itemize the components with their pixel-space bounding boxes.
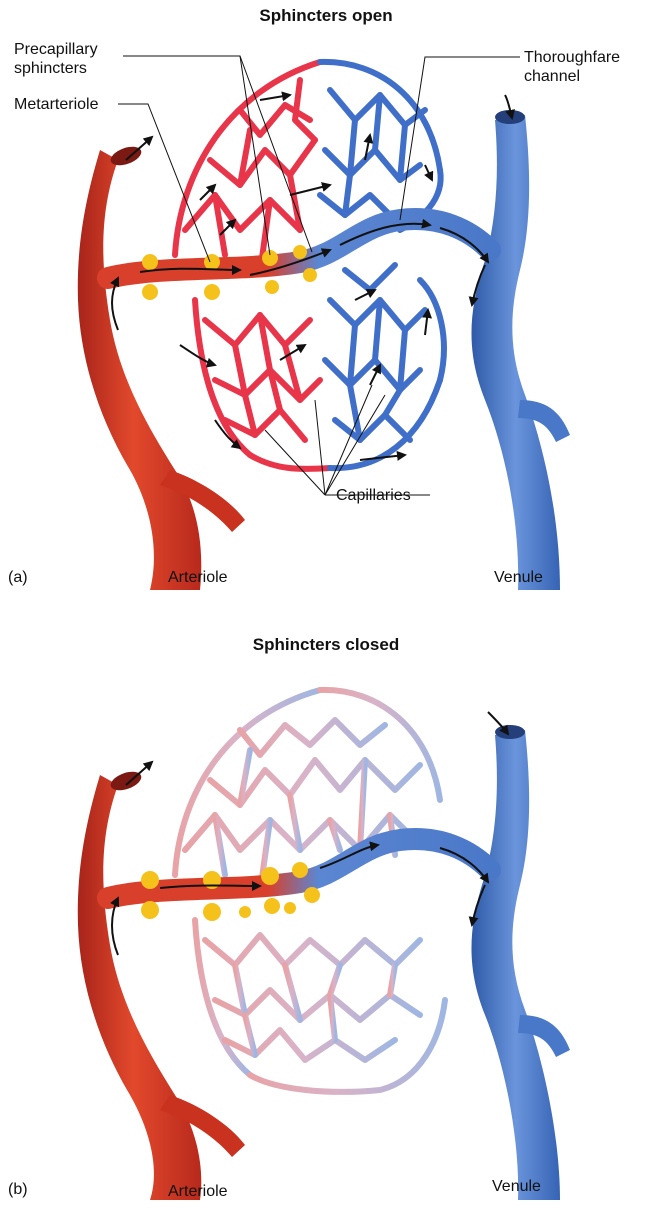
label-thoroughfare-line1: Thoroughfare [524,48,620,67]
label-thoroughfare-line2: channel [524,67,580,86]
label-metarteriole: Metarteriole [14,95,98,114]
capillary-network-blue [320,62,444,468]
panel-a-illustration [78,56,570,590]
venule-vessel-b [471,730,560,1200]
panel-a-letter: (a) [8,568,28,587]
venule-opening-b [495,725,525,739]
label-arteriole-a: Arteriole [168,568,228,587]
label-precapillary-line2: sphincters [14,59,87,78]
label-capillaries: Capillaries [336,486,411,505]
label-venule-b: Venule [492,1177,541,1196]
panel-b-illustration [78,690,570,1200]
label-precapillary-line1: Precapillary [14,40,98,59]
label-arteriole-b: Arteriole [168,1182,228,1201]
venule-vessel-a [471,115,560,590]
panel-b-letter: (b) [8,1180,28,1199]
label-venule-a: Venule [494,568,543,587]
